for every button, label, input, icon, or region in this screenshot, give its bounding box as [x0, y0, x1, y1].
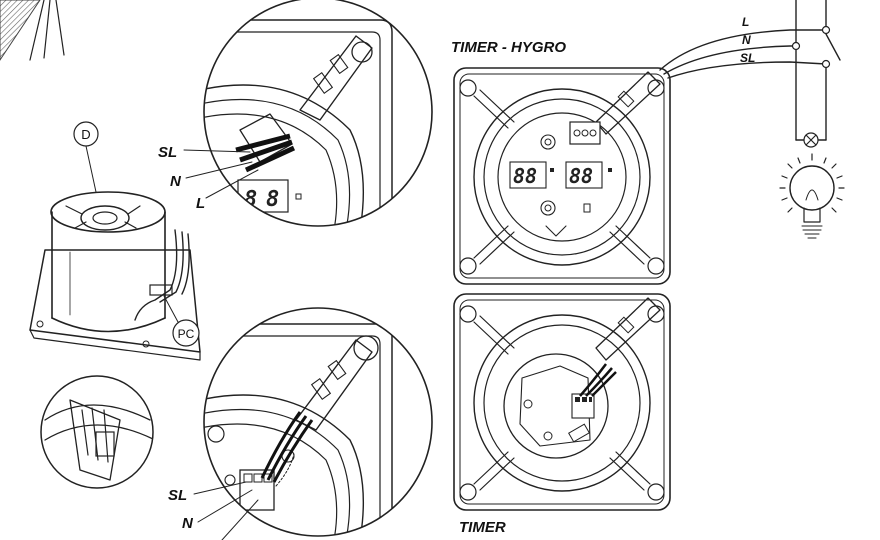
timer-hygro-panel: TIMER - HYGRO 88 88	[451, 39, 671, 285]
svg-text:8: 8	[266, 187, 279, 212]
callout-d: D	[73, 121, 99, 193]
fan-body-illustration	[29, 191, 201, 361]
detail-circle-top: 8 8 SL N L	[158, 0, 433, 227]
callout-pc: PC	[163, 295, 200, 347]
mains-wiring: L N SL	[659, 0, 841, 148]
svg-text:SL: SL	[740, 51, 755, 65]
svg-text:N: N	[182, 515, 194, 532]
detail-circle-small	[40, 375, 154, 489]
svg-text:N: N	[742, 33, 751, 47]
svg-text:L: L	[742, 15, 749, 29]
svg-text:N: N	[170, 173, 182, 190]
svg-text:TIMER - HYGRO: TIMER - HYGRO	[451, 39, 566, 56]
timer-panel: TIMER	[453, 293, 671, 536]
svg-text:88: 88	[513, 164, 537, 188]
hatched-wall-corner	[0, 0, 65, 61]
svg-text:TIMER: TIMER	[459, 519, 506, 536]
svg-text:88: 88	[569, 164, 593, 188]
detail-circle-bottom: SL N	[168, 307, 433, 540]
svg-text:PC: PC	[178, 327, 195, 341]
svg-text:D: D	[81, 127, 90, 142]
svg-text:SL: SL	[158, 144, 177, 161]
svg-text:8: 8	[244, 187, 257, 212]
svg-text:SL: SL	[168, 487, 187, 504]
lightbulb-icon	[779, 153, 845, 239]
svg-text:L: L	[196, 195, 205, 212]
